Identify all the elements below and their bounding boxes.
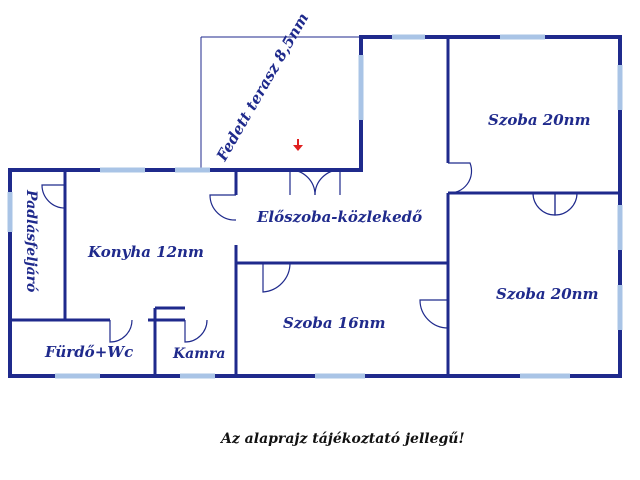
door-room-bottom-right-left bbox=[532, 192, 556, 216]
label-pantry: Kamra bbox=[172, 346, 226, 362]
doors bbox=[41, 162, 578, 343]
entrance-arrow-icon bbox=[293, 139, 303, 151]
label-bathroom: Fürdő+Wc bbox=[44, 343, 133, 361]
entrance-door-right bbox=[314, 169, 341, 196]
door-room-bottom-right-right bbox=[554, 192, 578, 216]
label-room-top-right: Szoba 20nm bbox=[488, 111, 590, 129]
door-room-bottom-right bbox=[419, 299, 449, 329]
label-hallway: Előszoba-közlekedő bbox=[256, 208, 422, 226]
label-kitchen: Konyha 12nm bbox=[87, 243, 204, 261]
interior-walls bbox=[10, 37, 620, 376]
entrance-door-left bbox=[289, 169, 316, 196]
disclaimer-note: Az alaprajz tájékoztató jellegű! bbox=[219, 431, 465, 447]
door-pantry bbox=[184, 319, 208, 343]
label-room-middle: Szoba 16nm bbox=[283, 314, 385, 332]
label-room-bottom-right: Szoba 20nm bbox=[496, 285, 598, 303]
door-kitchen bbox=[209, 194, 237, 221]
label-attic-stairs: Padlásfeljáró bbox=[23, 189, 39, 292]
door-room-top-right bbox=[447, 162, 473, 194]
door-attic bbox=[41, 184, 66, 209]
windows bbox=[7, 34, 623, 379]
door-bathroom bbox=[109, 319, 133, 343]
door-room-middle bbox=[262, 262, 291, 293]
